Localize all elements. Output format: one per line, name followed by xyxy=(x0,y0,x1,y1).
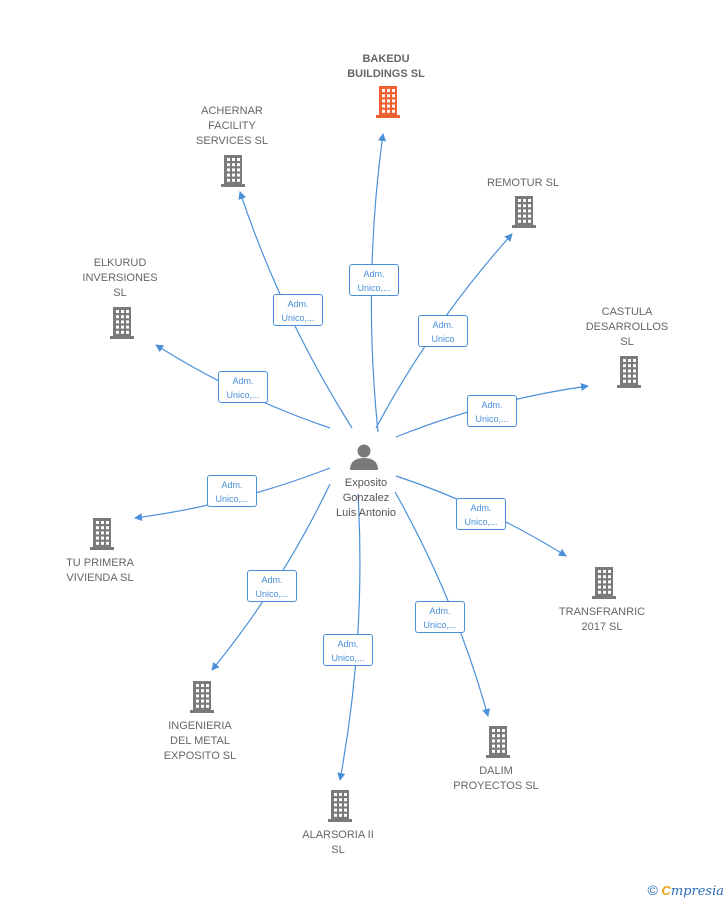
building-icon-bakedu[interactable] xyxy=(376,86,400,118)
building-icon-castula[interactable] xyxy=(617,356,641,388)
company-label-ingenieria[interactable]: INGENIERIA DEL METAL EXPOSITO SL xyxy=(163,720,237,762)
company-label-dalim[interactable]: DALIM PROYECTOS SL xyxy=(453,765,539,792)
company-label-transfranric[interactable]: TRANSFRANRIC 2017 SL xyxy=(558,606,646,633)
person-label[interactable]: Exposito Gonzalez Luis Antonio xyxy=(336,477,396,519)
building-icon-achernar[interactable] xyxy=(221,155,245,187)
building-icon-alarsoria[interactable] xyxy=(328,790,352,822)
relation-label-elkurud[interactable]: Adm. Unico,... xyxy=(218,371,268,403)
building-icon-tuprimera[interactable] xyxy=(90,518,114,550)
company-label-remotur[interactable]: REMOTUR SL xyxy=(486,177,560,189)
building-icon-transfranric[interactable] xyxy=(592,567,616,599)
relation-label-remotur[interactable]: Adm. Unico xyxy=(418,315,468,347)
brand-footer: © Cmpresia xyxy=(648,882,724,899)
company-label-castula[interactable]: CASTULA DESARROLLOS SL xyxy=(585,306,669,348)
relation-label-bakedu[interactable]: Adm. Unico,... xyxy=(349,264,399,296)
building-icon-elkurud[interactable] xyxy=(110,307,134,339)
building-icon-ingenieria[interactable] xyxy=(190,681,214,713)
relation-label-tuprimera[interactable]: Adm. Unico,... xyxy=(207,475,257,507)
copyright-icon: © xyxy=(647,882,658,898)
brand-name: mpresia xyxy=(670,884,724,899)
relation-label-transfranric[interactable]: Adm. Unico,... xyxy=(456,498,506,530)
building-icon-remotur[interactable] xyxy=(512,196,536,228)
brand-initial: C xyxy=(661,883,671,898)
relation-label-alarsoria[interactable]: Adm. Unico,... xyxy=(323,634,373,666)
relation-label-dalim[interactable]: Adm. Unico,... xyxy=(415,601,465,633)
relation-label-achernar[interactable]: Adm. Unico,... xyxy=(273,294,323,326)
building-icon-dalim[interactable] xyxy=(486,726,510,758)
company-label-tuprimera[interactable]: TU PRIMERA VIVIENDA SL xyxy=(66,557,134,584)
company-label-achernar[interactable]: ACHERNAR FACILITY SERVICES SL xyxy=(196,105,268,147)
person-icon[interactable] xyxy=(350,444,378,471)
relation-label-ingenieria[interactable]: Adm. Unico,... xyxy=(247,570,297,602)
company-label-elkurud[interactable]: ELKURUD INVERSIONES SL xyxy=(82,257,158,299)
relation-label-castula[interactable]: Adm. Unico,... xyxy=(467,395,517,427)
company-label-bakedu[interactable]: BAKEDU BUILDINGS SL xyxy=(347,53,425,80)
company-label-alarsoria[interactable]: ALARSORIA II SL xyxy=(302,829,374,856)
